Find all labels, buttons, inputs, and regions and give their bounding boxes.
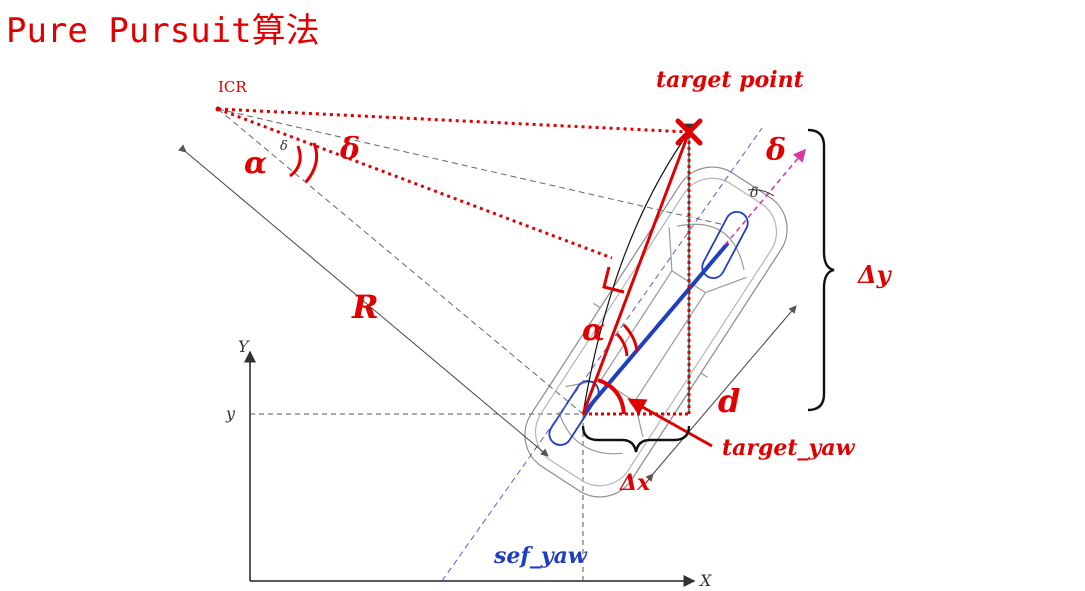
vehicle-alpha-arc-outer <box>622 323 639 353</box>
x-axis-label: X <box>698 571 712 590</box>
self-yaw-label: sef_yaw <box>493 543 588 569</box>
radius-label: R <box>351 288 379 326</box>
steer-delta-arc <box>747 189 775 197</box>
icr-delta-arc <box>304 142 319 183</box>
x-cross-icon <box>675 118 703 146</box>
steer-delta-small-label: δ <box>750 185 758 201</box>
y-tick-label: y <box>225 404 236 423</box>
wheelbase-dimension-arrow <box>645 305 797 482</box>
icr-lines <box>215 106 726 415</box>
target-yaw-label: target_yaw <box>722 435 856 461</box>
front-wheel <box>701 211 749 279</box>
coordinate-axes: Y X y <box>225 337 712 590</box>
page-title: Pure Pursuit算法 <box>6 11 320 51</box>
trajectory-arc <box>582 131 690 415</box>
radius-arrow <box>178 144 549 457</box>
icr-delta-small-label: δ <box>280 139 288 154</box>
self-yaw-line <box>441 127 763 582</box>
steer-delta-label: δ <box>765 133 786 168</box>
target-point-label: target point <box>656 67 804 93</box>
dy-label: Δy <box>857 260 893 289</box>
right-angle-marker <box>602 266 625 294</box>
vehicle-alpha-label: α <box>582 313 605 348</box>
dy-brace <box>807 128 835 412</box>
dx-brace <box>581 425 691 453</box>
steering-direction-line <box>724 148 807 246</box>
dx-label: Δx <box>619 470 651 496</box>
icr-label: ICR <box>218 78 247 96</box>
lookahead-distance-label: d <box>718 382 740 420</box>
y-axis-label: Y <box>238 337 250 356</box>
lookahead-line <box>581 131 691 415</box>
target-yaw-arc <box>597 378 626 415</box>
icr-alpha-label: α <box>244 146 267 181</box>
icr-delta-label: δ <box>339 132 360 167</box>
icr-alpha-arc <box>289 145 302 178</box>
vehicle-alpha-arc-inner <box>615 332 629 357</box>
